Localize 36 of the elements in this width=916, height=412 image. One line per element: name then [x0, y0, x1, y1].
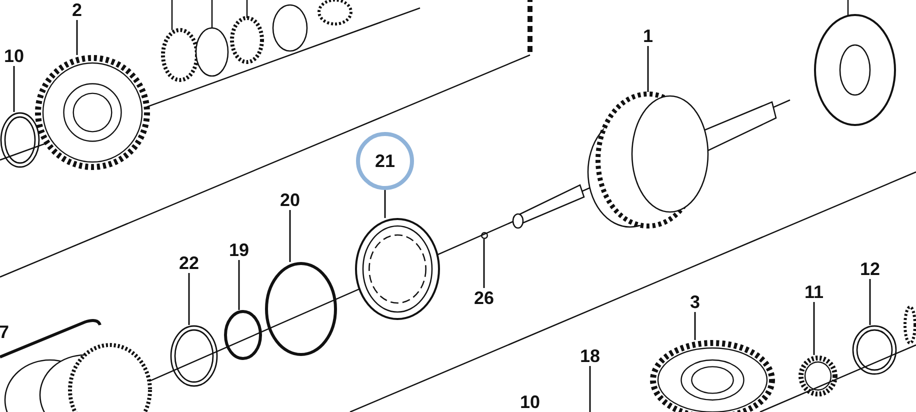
callout-number: 7: [0, 322, 10, 342]
ring-drawing: [852, 325, 897, 375]
callout-number: 2: [66, 0, 88, 20]
leader-line: [238, 260, 240, 310]
leader-line: [13, 66, 15, 112]
callout-number: 20: [278, 190, 302, 210]
leader-line: [869, 279, 871, 325]
o-ring-drawing: [224, 310, 262, 360]
callout-number: 3: [687, 292, 703, 312]
ring-drawing: [170, 325, 218, 387]
callout-number: 22: [177, 253, 201, 273]
callout-number: 18: [578, 346, 602, 366]
leader-line: [483, 239, 485, 288]
callout-number: 11: [802, 282, 826, 302]
callout-number: 26: [472, 288, 496, 308]
callout-number: 10: [2, 46, 26, 66]
o-ring-drawing: [265, 262, 337, 356]
callout-number: 1: [640, 26, 656, 46]
ring-drawing: [0, 112, 40, 168]
leader-line: [694, 312, 696, 340]
leader-line: [76, 20, 78, 55]
callout-number: 21: [356, 132, 414, 190]
callout-number: 19: [227, 240, 251, 260]
leader-line: [589, 366, 591, 412]
callout-number: 10: [518, 392, 542, 412]
ring-drawing: [798, 355, 838, 397]
leader-line: [289, 210, 291, 262]
leader-line: [384, 190, 386, 218]
ball-drawing: [481, 232, 488, 239]
callout-number: 12: [858, 259, 882, 279]
gear-drawing: [650, 340, 775, 412]
leader-line: [647, 46, 649, 92]
leader-line: [813, 302, 815, 355]
gear-drawing: [35, 55, 150, 170]
piston-drawing: [355, 218, 440, 320]
leader-line: [188, 273, 190, 325]
